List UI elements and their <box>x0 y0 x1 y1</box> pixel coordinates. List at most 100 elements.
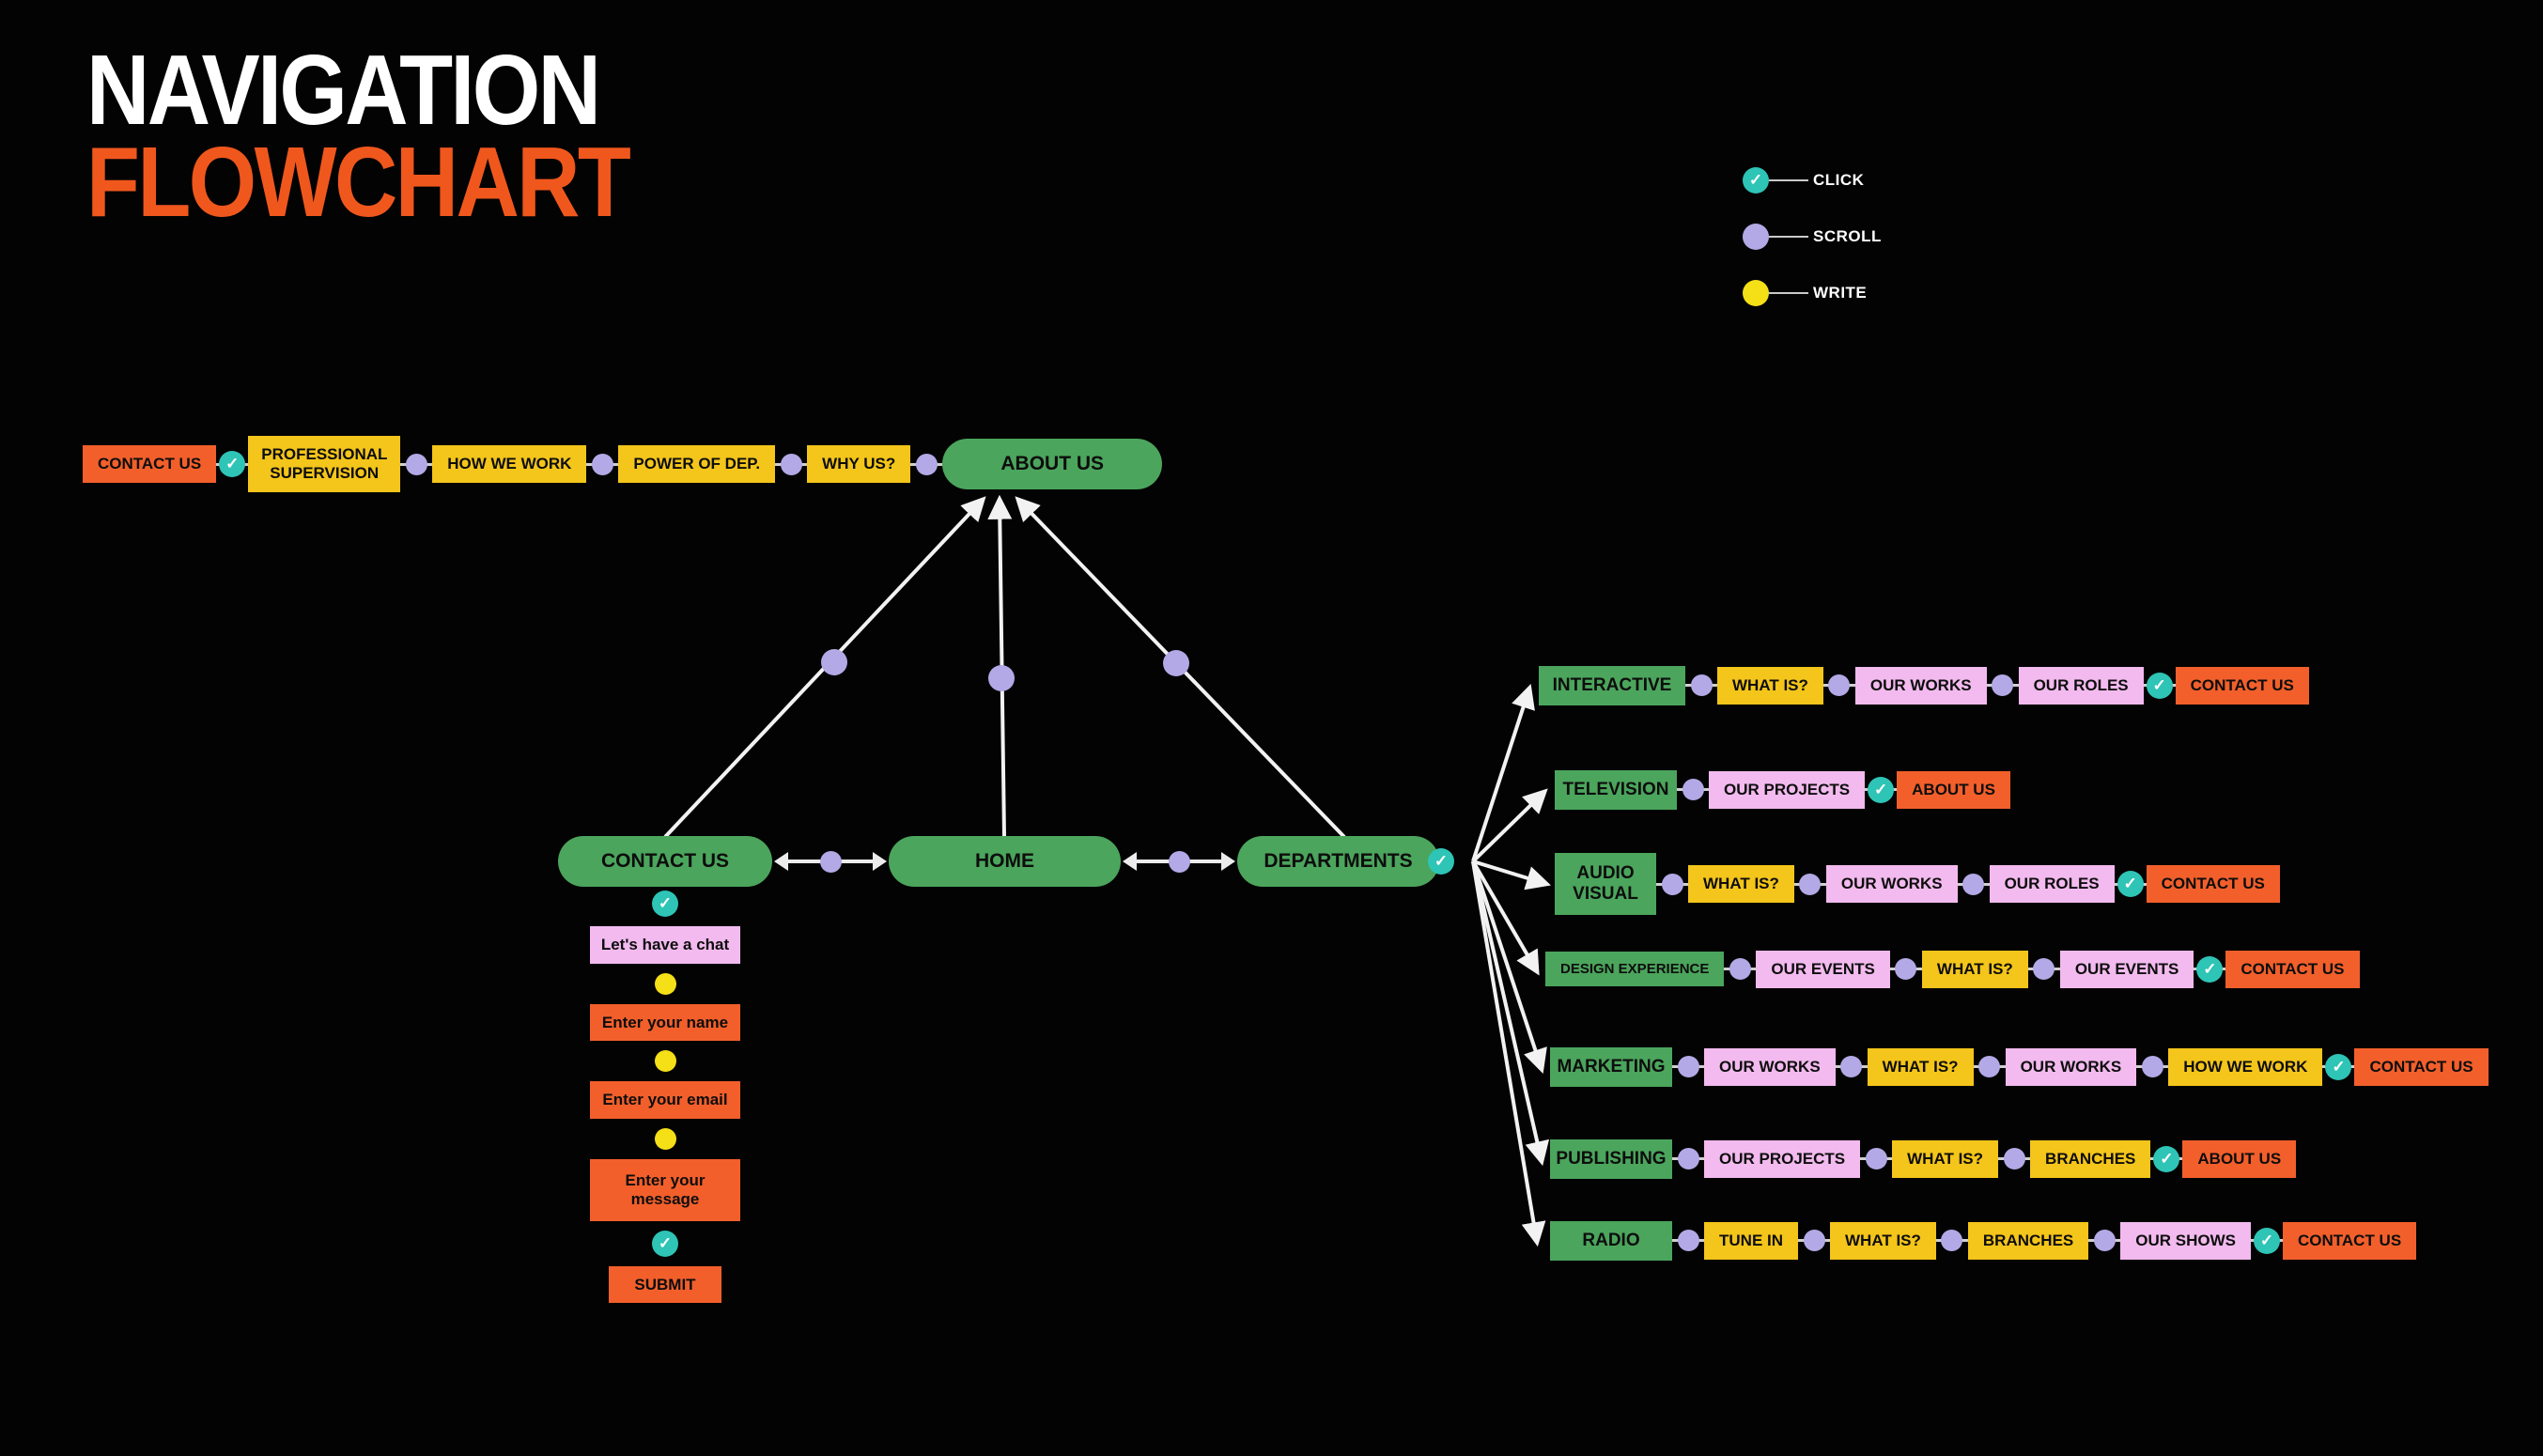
click-check-icon: ✓ <box>2153 1145 2180 1172</box>
connector: ✓ <box>2143 672 2176 699</box>
dept-node: TELEVISION <box>1555 770 1677 810</box>
connector <box>1672 1148 1704 1170</box>
flow-node: WHAT IS? <box>1688 865 1794 903</box>
connector <box>1677 779 1709 801</box>
node-how-we-work: HOW WE WORK <box>432 445 587 483</box>
legend-label-scroll: SCROLL <box>1813 227 1882 245</box>
scroll-dot <box>2003 1148 2025 1170</box>
connector <box>1957 873 1990 895</box>
scroll-dot <box>1895 958 1917 981</box>
dept-node: INTERACTIVE <box>1539 666 1685 705</box>
node-enter-message: Enter your message <box>590 1158 740 1221</box>
node-about-us: ABOUT US <box>942 439 1163 489</box>
dept-node: MARKETING <box>1550 1047 1672 1087</box>
node-main-contact-us: CONTACT US <box>558 836 772 887</box>
scroll-dot <box>1168 850 1190 873</box>
flow-node: OUR ROLES <box>1989 865 2115 903</box>
dept-row-design-experience: DESIGN EXPERIENCE OUR EVENTS WHAT IS? OU… <box>1545 951 2360 988</box>
click-check-icon: ✓ <box>2117 871 2144 897</box>
legend-line <box>1769 179 1808 181</box>
scroll-dot <box>2093 1230 2116 1252</box>
click-check-icon: ✓ <box>1428 848 1454 875</box>
connector: ✓ <box>2150 1145 2183 1172</box>
flow-node: OUR PROJECTS <box>1704 1140 1861 1178</box>
flow-node: TUNE IN <box>1704 1222 1798 1260</box>
flow-node: OUR ROLES <box>2018 667 2144 705</box>
flow-node-end: ABOUT US <box>1897 771 2010 809</box>
legend: ✓ CLICK SCROLL WRITE <box>1743 167 1882 306</box>
flow-node: BRANCHES <box>2030 1140 2151 1178</box>
legend-label-write: WRITE <box>1813 284 1868 302</box>
click-check-icon: ✓ <box>2325 1053 2352 1080</box>
dept-row-television: TELEVISION OUR PROJECTS ✓ ABOUT US <box>1555 770 2010 810</box>
scroll-dot <box>591 453 613 475</box>
click-check-icon: ✓ <box>2196 955 2224 983</box>
flow-node-end: CONTACT US <box>2175 667 2309 705</box>
flow-node-end: CONTACT US <box>2282 1222 2417 1260</box>
dept-row-marketing: MARKETING OUR WORKS WHAT IS? OUR WORKS H… <box>1550 1047 2489 1087</box>
click-check-icon: ✓ <box>2253 1227 2280 1254</box>
scroll-dot <box>780 453 802 475</box>
write-dot <box>654 1127 676 1150</box>
write-dot <box>654 1050 676 1073</box>
click-check-icon: ✓ <box>1868 776 1895 803</box>
node-why-us: WHY US? <box>807 445 911 483</box>
click-check-icon: ✓ <box>652 1230 678 1257</box>
legend-item-write: WRITE <box>1743 280 1882 306</box>
scroll-dot <box>1729 958 1751 981</box>
connector <box>2027 958 2060 981</box>
scroll-dot <box>2033 958 2055 981</box>
flow-node: OUR WORKS <box>2005 1048 2137 1086</box>
connector: ✓ <box>216 451 249 477</box>
node-lets-have-a-chat: Let's have a chat <box>590 926 740 964</box>
connector <box>1656 873 1688 895</box>
dept-node: RADIO <box>1550 1221 1672 1261</box>
flow-node: OUR WORKS <box>1854 667 1987 705</box>
connector <box>1935 1230 1968 1252</box>
scroll-dot <box>2141 1056 2163 1078</box>
legend-item-scroll: SCROLL <box>1743 224 1882 250</box>
connector <box>1724 958 1757 981</box>
double-arrow-connector <box>1136 850 1222 873</box>
connector <box>1672 1230 1704 1252</box>
node-home: HOME <box>889 836 1121 887</box>
flow-node-end: CONTACT US <box>2354 1048 2489 1086</box>
click-check-icon: ✓ <box>1743 167 1769 194</box>
scroll-dot <box>1992 674 2014 697</box>
node-departments: DEPARTMENTS <box>1237 836 1439 887</box>
flow-node: OUR WORKS <box>1704 1048 1836 1086</box>
connector: ✓ <box>2250 1227 2283 1254</box>
node-professional-supervision: PROFESSIONAL SUPERVISION <box>248 436 401 492</box>
connector <box>1672 1056 1704 1078</box>
legend-line <box>1769 292 1808 294</box>
connector <box>2088 1230 2121 1252</box>
scroll-dot <box>1661 873 1683 895</box>
connector <box>1889 958 1922 981</box>
flow-node: WHAT IS? <box>1717 667 1823 705</box>
node-power-of-dep: POWER OF DEP. <box>618 445 776 483</box>
flow-node: WHAT IS? <box>1867 1048 1974 1086</box>
scroll-dot <box>1840 1056 1863 1078</box>
about-chain-row: CONTACT US ✓ PROFESSIONAL SUPERVISION HO… <box>83 426 1163 502</box>
double-arrow-connector <box>787 850 874 873</box>
connector <box>910 453 943 475</box>
connector <box>1986 674 2019 697</box>
flow-node: WHAT IS? <box>1921 951 2028 988</box>
connector <box>1798 1230 1830 1252</box>
dept-row-publishing: PUBLISHING OUR PROJECTS WHAT IS? BRANCHE… <box>1550 1139 2297 1179</box>
connector <box>1998 1148 2031 1170</box>
legend-label-click: CLICK <box>1813 171 1865 189</box>
scroll-dot <box>405 453 427 475</box>
connector <box>400 453 433 475</box>
node-submit: SUBMIT <box>609 1265 721 1304</box>
flow-node: OUR PROJECTS <box>1709 771 1866 809</box>
connector <box>1835 1056 1868 1078</box>
title-line-1: NAVIGATION <box>86 35 601 146</box>
connector <box>2136 1056 2169 1078</box>
flow-node: HOW WE WORK <box>2168 1048 2323 1086</box>
connector: ✓ <box>2194 955 2226 983</box>
dept-row-interactive: INTERACTIVE WHAT IS? OUR WORKS OUR ROLES… <box>1539 666 2309 705</box>
main-nav-row: CONTACT US HOME DEPARTMENTS ✓ <box>558 836 1454 887</box>
flow-node-end: ABOUT US <box>2182 1140 2297 1178</box>
